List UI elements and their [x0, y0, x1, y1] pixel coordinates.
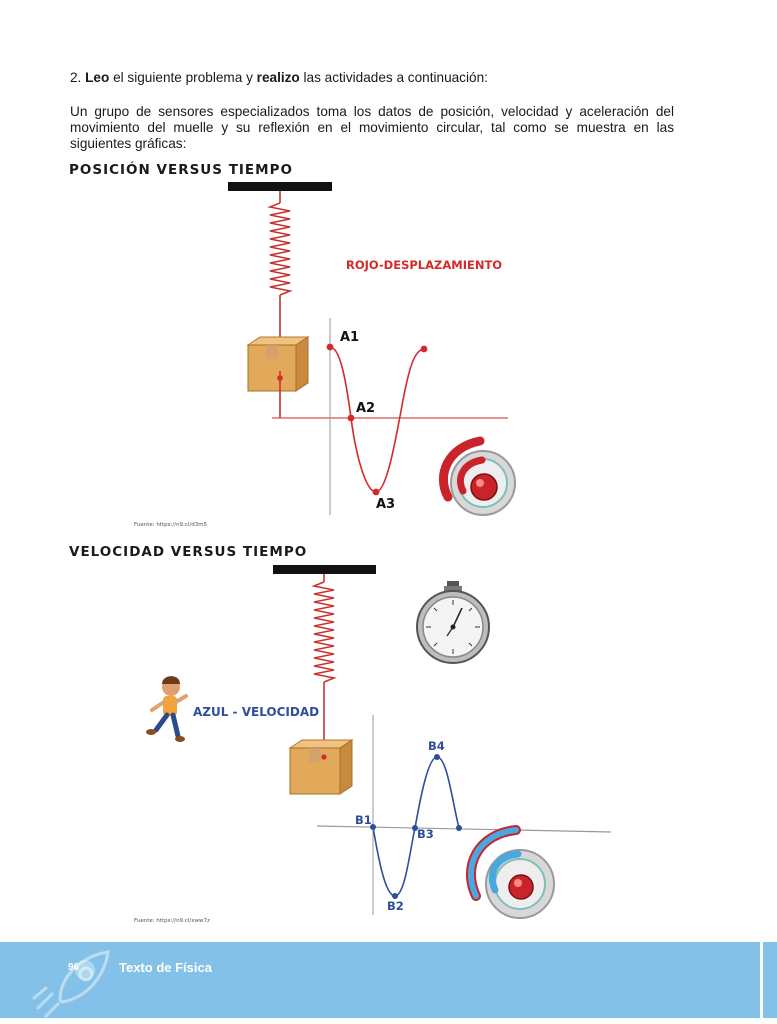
page-number: 96 — [68, 962, 80, 973]
stopwatch-icon — [416, 581, 490, 664]
source-velocity: Fuente: https://n9.cl/xww7z — [134, 918, 210, 924]
box-icon — [246, 336, 310, 418]
point-b4 — [434, 754, 440, 760]
spring-icon — [267, 191, 293, 341]
box-icon — [288, 739, 354, 795]
point-b3 — [412, 825, 418, 831]
source-position: Fuente: https://n9.cl/d3m5 — [134, 522, 208, 528]
point-end — [456, 825, 462, 831]
label-b4: B4 — [428, 739, 445, 753]
page-footer — [0, 942, 760, 1018]
time-axis — [316, 825, 612, 833]
point-a1 — [326, 343, 334, 351]
label-b3: B3 — [417, 827, 434, 841]
label-b1: B1 — [355, 813, 372, 827]
instruction-text-2: las actividades a continuación: — [303, 70, 488, 85]
label-a2: A2 — [356, 401, 375, 416]
verb-leo: Leo — [85, 70, 110, 85]
legend-velocity: AZUL - VELOCIDAD — [193, 705, 319, 719]
label-b2: B2 — [387, 899, 404, 913]
label-a1: A1 — [340, 330, 359, 345]
velocity-diagram: AZUL - VELOCIDAD B1 B2 B3 B4 Fuente: htt… — [134, 565, 612, 924]
problem-paragraph: Un grupo de sensores especializados toma… — [70, 104, 674, 151]
activity-number: 2. — [70, 70, 82, 85]
spring-icon — [311, 574, 337, 742]
point-end — [420, 345, 428, 353]
position-diagram: A1 A2 A3 ROJO-DESPLAZAMIENTO Fuente: htt… — [134, 182, 516, 528]
ceiling-bar — [228, 182, 332, 191]
rocket-icon — [32, 950, 110, 1018]
page-footer-edge — [763, 942, 777, 1018]
circular-motion-icon — [466, 825, 555, 919]
point-b2 — [392, 893, 398, 899]
section-title-position: POSICIÓN VERSUS TIEMPO — [69, 162, 293, 178]
displacement-curve — [329, 346, 425, 493]
running-boy-icon — [146, 676, 188, 742]
book-title: Texto de Física — [119, 960, 212, 975]
point-a2 — [347, 414, 355, 422]
point-b1 — [370, 824, 376, 830]
point-a3 — [372, 488, 380, 496]
instruction-text-1: el siguiente problema y — [113, 70, 253, 85]
circular-motion-icon — [439, 436, 516, 516]
label-a3: A3 — [376, 497, 395, 512]
legend-displacement: ROJO-DESPLAZAMIENTO — [346, 258, 502, 272]
verb-realizo: realizo — [256, 70, 300, 85]
section-title-velocity: VELOCIDAD VERSUS TIEMPO — [69, 544, 308, 560]
ceiling-bar — [273, 565, 376, 574]
activity-instruction: 2. Leo el siguiente problema y realizo l… — [70, 70, 674, 86]
